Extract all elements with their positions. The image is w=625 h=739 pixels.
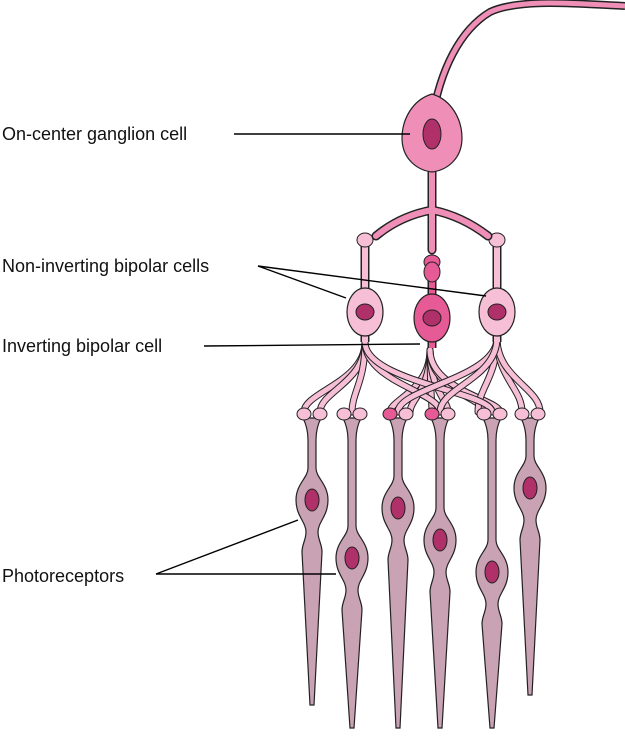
synaptic-terminal xyxy=(530,407,546,421)
photoreceptor-cell xyxy=(295,417,329,706)
photoreceptor-nucleus xyxy=(432,528,448,552)
bipolar-dendrite xyxy=(437,335,500,415)
label-ganglion-cell: On-center ganglion cell xyxy=(2,124,188,144)
synaptic-terminal xyxy=(398,407,414,421)
synaptic-terminal xyxy=(312,407,328,421)
non-inverting-bipolar-left-nucleus xyxy=(355,303,375,321)
bipolar-cells-group xyxy=(346,232,516,348)
inverting-bipolar-varicosity xyxy=(423,261,441,283)
bipolar-dendrite xyxy=(362,339,495,415)
ganglion-cell-group xyxy=(371,0,625,255)
bipolar-dendrites-group xyxy=(296,334,546,421)
synaptic-terminal xyxy=(352,407,368,421)
photoreceptor-nucleus xyxy=(484,560,500,584)
synaptic-terminal xyxy=(424,407,440,421)
ganglion-dendrite xyxy=(373,157,491,253)
photoreceptor-cell xyxy=(335,417,369,729)
leader-inverting xyxy=(203,343,421,347)
leader-noninv-right xyxy=(257,265,487,297)
leader-lines-group xyxy=(155,133,487,575)
synaptic-terminal xyxy=(440,407,456,421)
synaptic-terminal xyxy=(476,407,492,421)
photoreceptor-nucleus xyxy=(522,476,538,500)
label-non-inverting-bipolar: Non-inverting bipolar cells xyxy=(2,256,210,276)
photoreceptor-cell xyxy=(381,417,415,729)
non-inverting-bipolar-left-terminal xyxy=(356,232,374,248)
synaptic-terminal xyxy=(382,407,398,421)
synaptic-terminal xyxy=(492,407,508,421)
photoreceptor-nucleus xyxy=(344,546,360,570)
label-inverting-bipolar: Inverting bipolar cell xyxy=(2,336,163,356)
photoreceptor-cell xyxy=(513,417,547,696)
photoreceptor-nucleus xyxy=(390,496,406,520)
leader-noninv-left xyxy=(257,265,347,299)
inverting-bipolar-nucleus xyxy=(422,309,442,327)
synaptic-terminal xyxy=(514,407,530,421)
non-inverting-bipolar-right-nucleus xyxy=(487,303,507,321)
synaptic-terminal xyxy=(296,407,312,421)
photoreceptor-nucleus xyxy=(304,488,320,512)
ganglion-axon-outline xyxy=(428,0,625,121)
photoreceptors-group xyxy=(295,417,547,729)
leader-photo-1 xyxy=(155,519,299,575)
ganglion-nucleus xyxy=(422,118,442,150)
synaptic-terminal xyxy=(336,407,352,421)
photoreceptor-cell xyxy=(423,417,457,729)
label-photoreceptors: Photoreceptors xyxy=(2,566,125,586)
ganglion-axon xyxy=(429,0,625,121)
